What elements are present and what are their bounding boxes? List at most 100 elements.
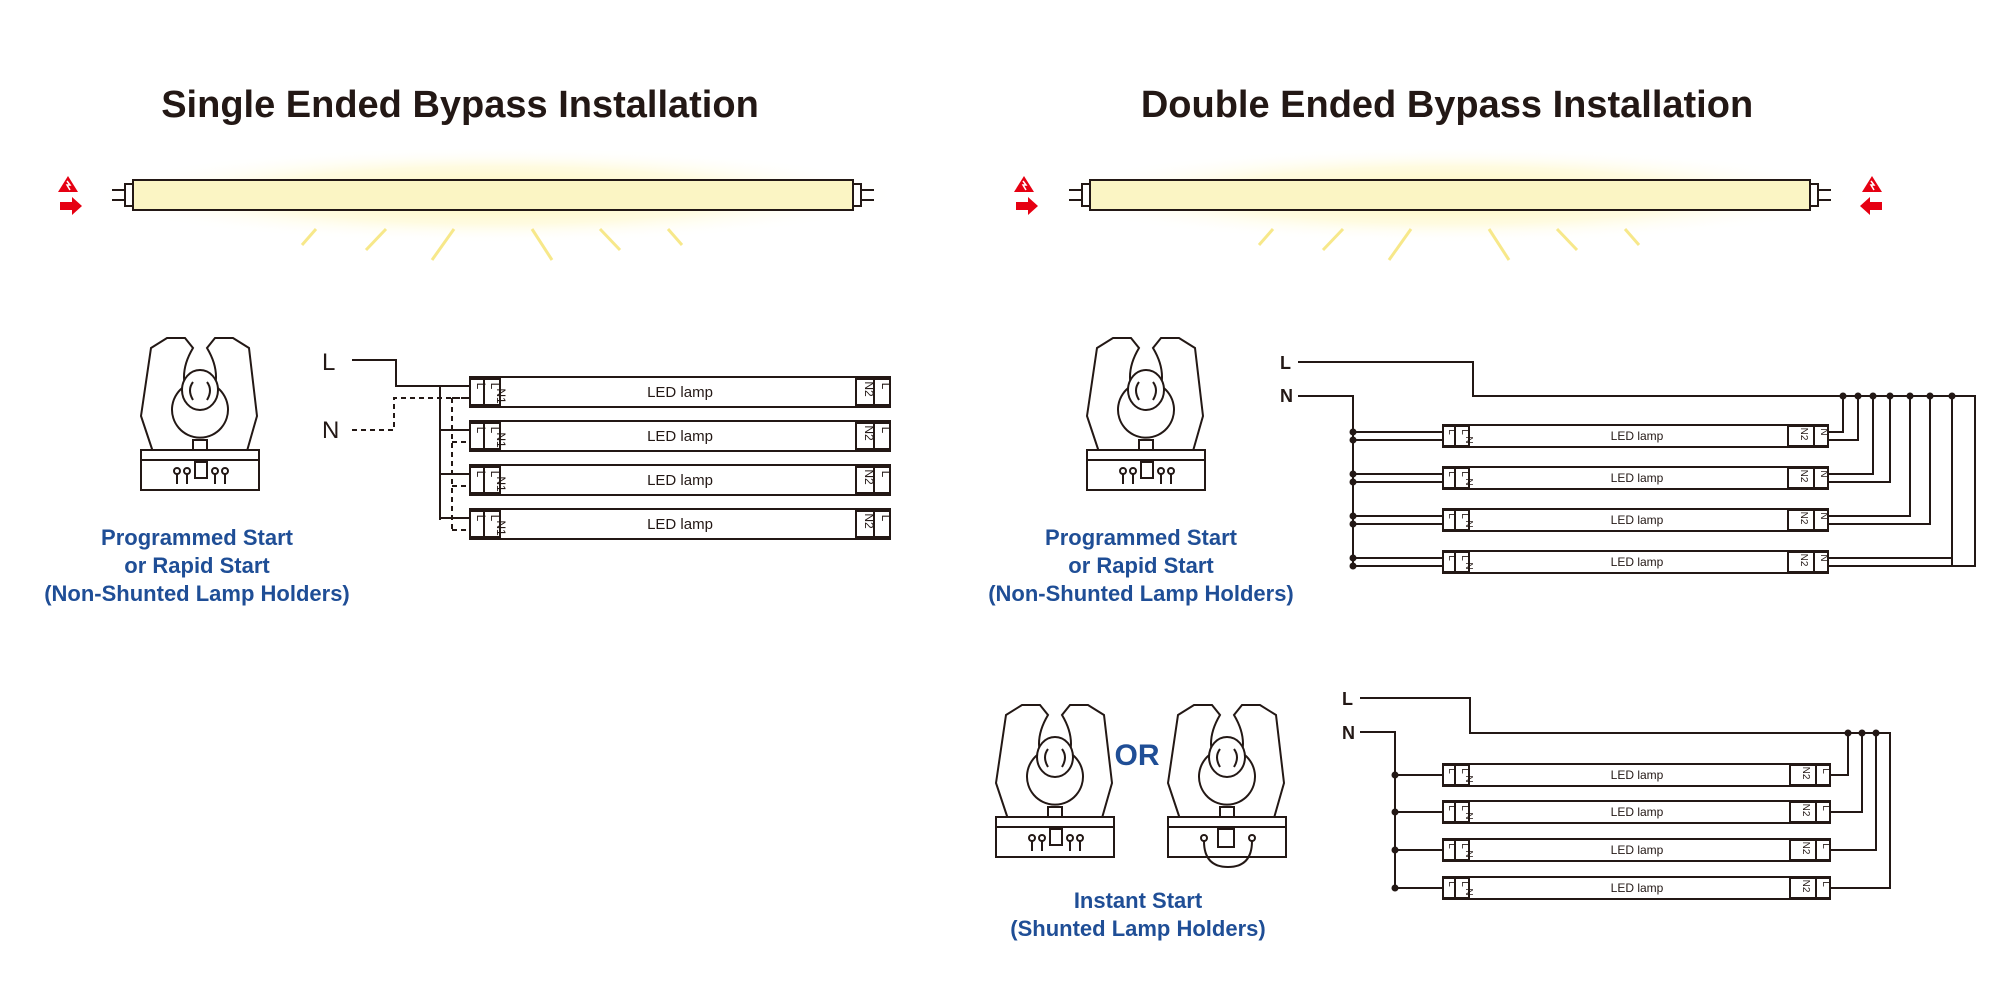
lamp-label: LED lamp: [647, 472, 713, 489]
lamp-end-cap: [873, 422, 891, 450]
pin-label: L: [1459, 843, 1470, 849]
single-caption: Programmed Start or Rapid Start (Non-Shu…: [44, 525, 350, 606]
lamp-pin-block: [1454, 801, 1470, 823]
pin-label: L: [474, 515, 488, 522]
pin-label: L: [1820, 881, 1831, 887]
lamp-pin-block: [1454, 509, 1470, 531]
neutral-label: N: [322, 417, 339, 444]
lamp-pin-block: [1454, 877, 1470, 899]
pin-label: L: [1446, 513, 1457, 519]
pin-label: L: [488, 383, 502, 390]
pin-label: L: [474, 471, 488, 478]
pin-label: N2: [862, 469, 876, 485]
lamp-pin-block: [483, 378, 501, 406]
pin-label: N2: [862, 425, 876, 441]
pin-label: L: [879, 383, 893, 390]
lamp-label: LED lamp: [1611, 881, 1664, 895]
lamp-label: LED lamp: [647, 384, 713, 401]
pin-label: L: [1446, 768, 1457, 774]
junction-dot: [1349, 470, 1357, 478]
lamp-pin-block: [1454, 425, 1470, 447]
pin-label: N: [1463, 775, 1474, 782]
junction-dot: [1349, 562, 1357, 570]
lamp-end-cap: [1813, 509, 1829, 531]
pin-label: L: [1446, 805, 1457, 811]
junction-dot: [1349, 428, 1357, 436]
pin-label: L: [1459, 429, 1470, 435]
pin-label: N: [1463, 520, 1474, 527]
double-ended-title: Double Ended Bypass Installation: [1141, 84, 1753, 126]
pin-label: N1: [494, 432, 508, 448]
pin-label: N2: [1800, 880, 1811, 893]
pin-label: N2: [1800, 804, 1811, 817]
junction-dot: [1349, 554, 1357, 562]
lamp-label: LED lamp: [1611, 471, 1664, 485]
pin-label: N: [1463, 888, 1474, 895]
pin-label: L: [879, 471, 893, 478]
double-caption: Programmed Start or Rapid Start (Non-Shu…: [988, 525, 1294, 606]
junction-dot: [1349, 478, 1357, 486]
caption-line: (Non-Shunted Lamp Holders): [44, 581, 350, 606]
caption-line: (Shunted Lamp Holders): [1010, 916, 1265, 941]
line-label: L: [1280, 353, 1291, 373]
lamp-pin-block: [1454, 551, 1470, 573]
pin-label: N1: [494, 388, 508, 404]
or-label: OR: [1115, 739, 1160, 772]
pin-label: L: [879, 515, 893, 522]
pin-label: N: [1463, 478, 1474, 485]
lamp-body: [469, 420, 891, 452]
pin-label: N2: [862, 381, 876, 397]
lamp-holder-instant-a-icon: [995, 704, 1115, 858]
instant-caption: Instant Start (Shunted Lamp Holders): [1010, 888, 1265, 941]
lamp-label: LED lamp: [647, 428, 713, 445]
pin-label: L: [1446, 471, 1457, 477]
caption-line: or Rapid Start: [1068, 553, 1214, 578]
pin-label: N2: [862, 513, 876, 529]
line-label: L: [322, 349, 335, 376]
pin-label: N: [1463, 562, 1474, 569]
pin-label: N: [1818, 512, 1829, 519]
pin-label: N: [1463, 850, 1474, 857]
pin-label: L: [1446, 429, 1457, 435]
pin-label: N2: [1798, 554, 1809, 567]
junction-dot: [1391, 884, 1399, 892]
single-ended-title: Single Ended Bypass Installation: [161, 84, 759, 126]
lamp-body: [469, 376, 891, 408]
pin-label: N: [1818, 428, 1829, 435]
lamp-end-cap: [1813, 551, 1829, 573]
junction-dot: [1349, 512, 1357, 520]
lamp-end-cap: [873, 378, 891, 406]
pin-label: L: [488, 515, 502, 522]
lamp-holder-single-icon: [140, 337, 260, 491]
lamp-label: LED lamp: [1611, 768, 1664, 782]
pin-label: N1: [494, 520, 508, 536]
pin-label: L: [488, 471, 502, 478]
lamp-holder-shunted-icon: [1167, 704, 1287, 868]
pin-label: L: [879, 427, 893, 434]
lamp-label: LED lamp: [1611, 555, 1664, 569]
warning-arrow-icon: [57, 175, 83, 216]
lamp-label: LED lamp: [1611, 513, 1664, 527]
pin-label: L: [474, 427, 488, 434]
pin-label: L: [1459, 881, 1470, 887]
lamp-pin-block: [1454, 764, 1470, 786]
lamp-label: LED lamp: [1611, 843, 1664, 857]
lamp-pin-block: [483, 510, 501, 538]
caption-line: Programmed Start: [1045, 525, 1238, 550]
caption-line: Instant Start: [1074, 888, 1203, 913]
pin-label: L: [1820, 805, 1831, 811]
lamp-end-cap: [1813, 425, 1829, 447]
lamp-end-cap: [873, 510, 891, 538]
lamp-label: LED lamp: [1611, 805, 1664, 819]
